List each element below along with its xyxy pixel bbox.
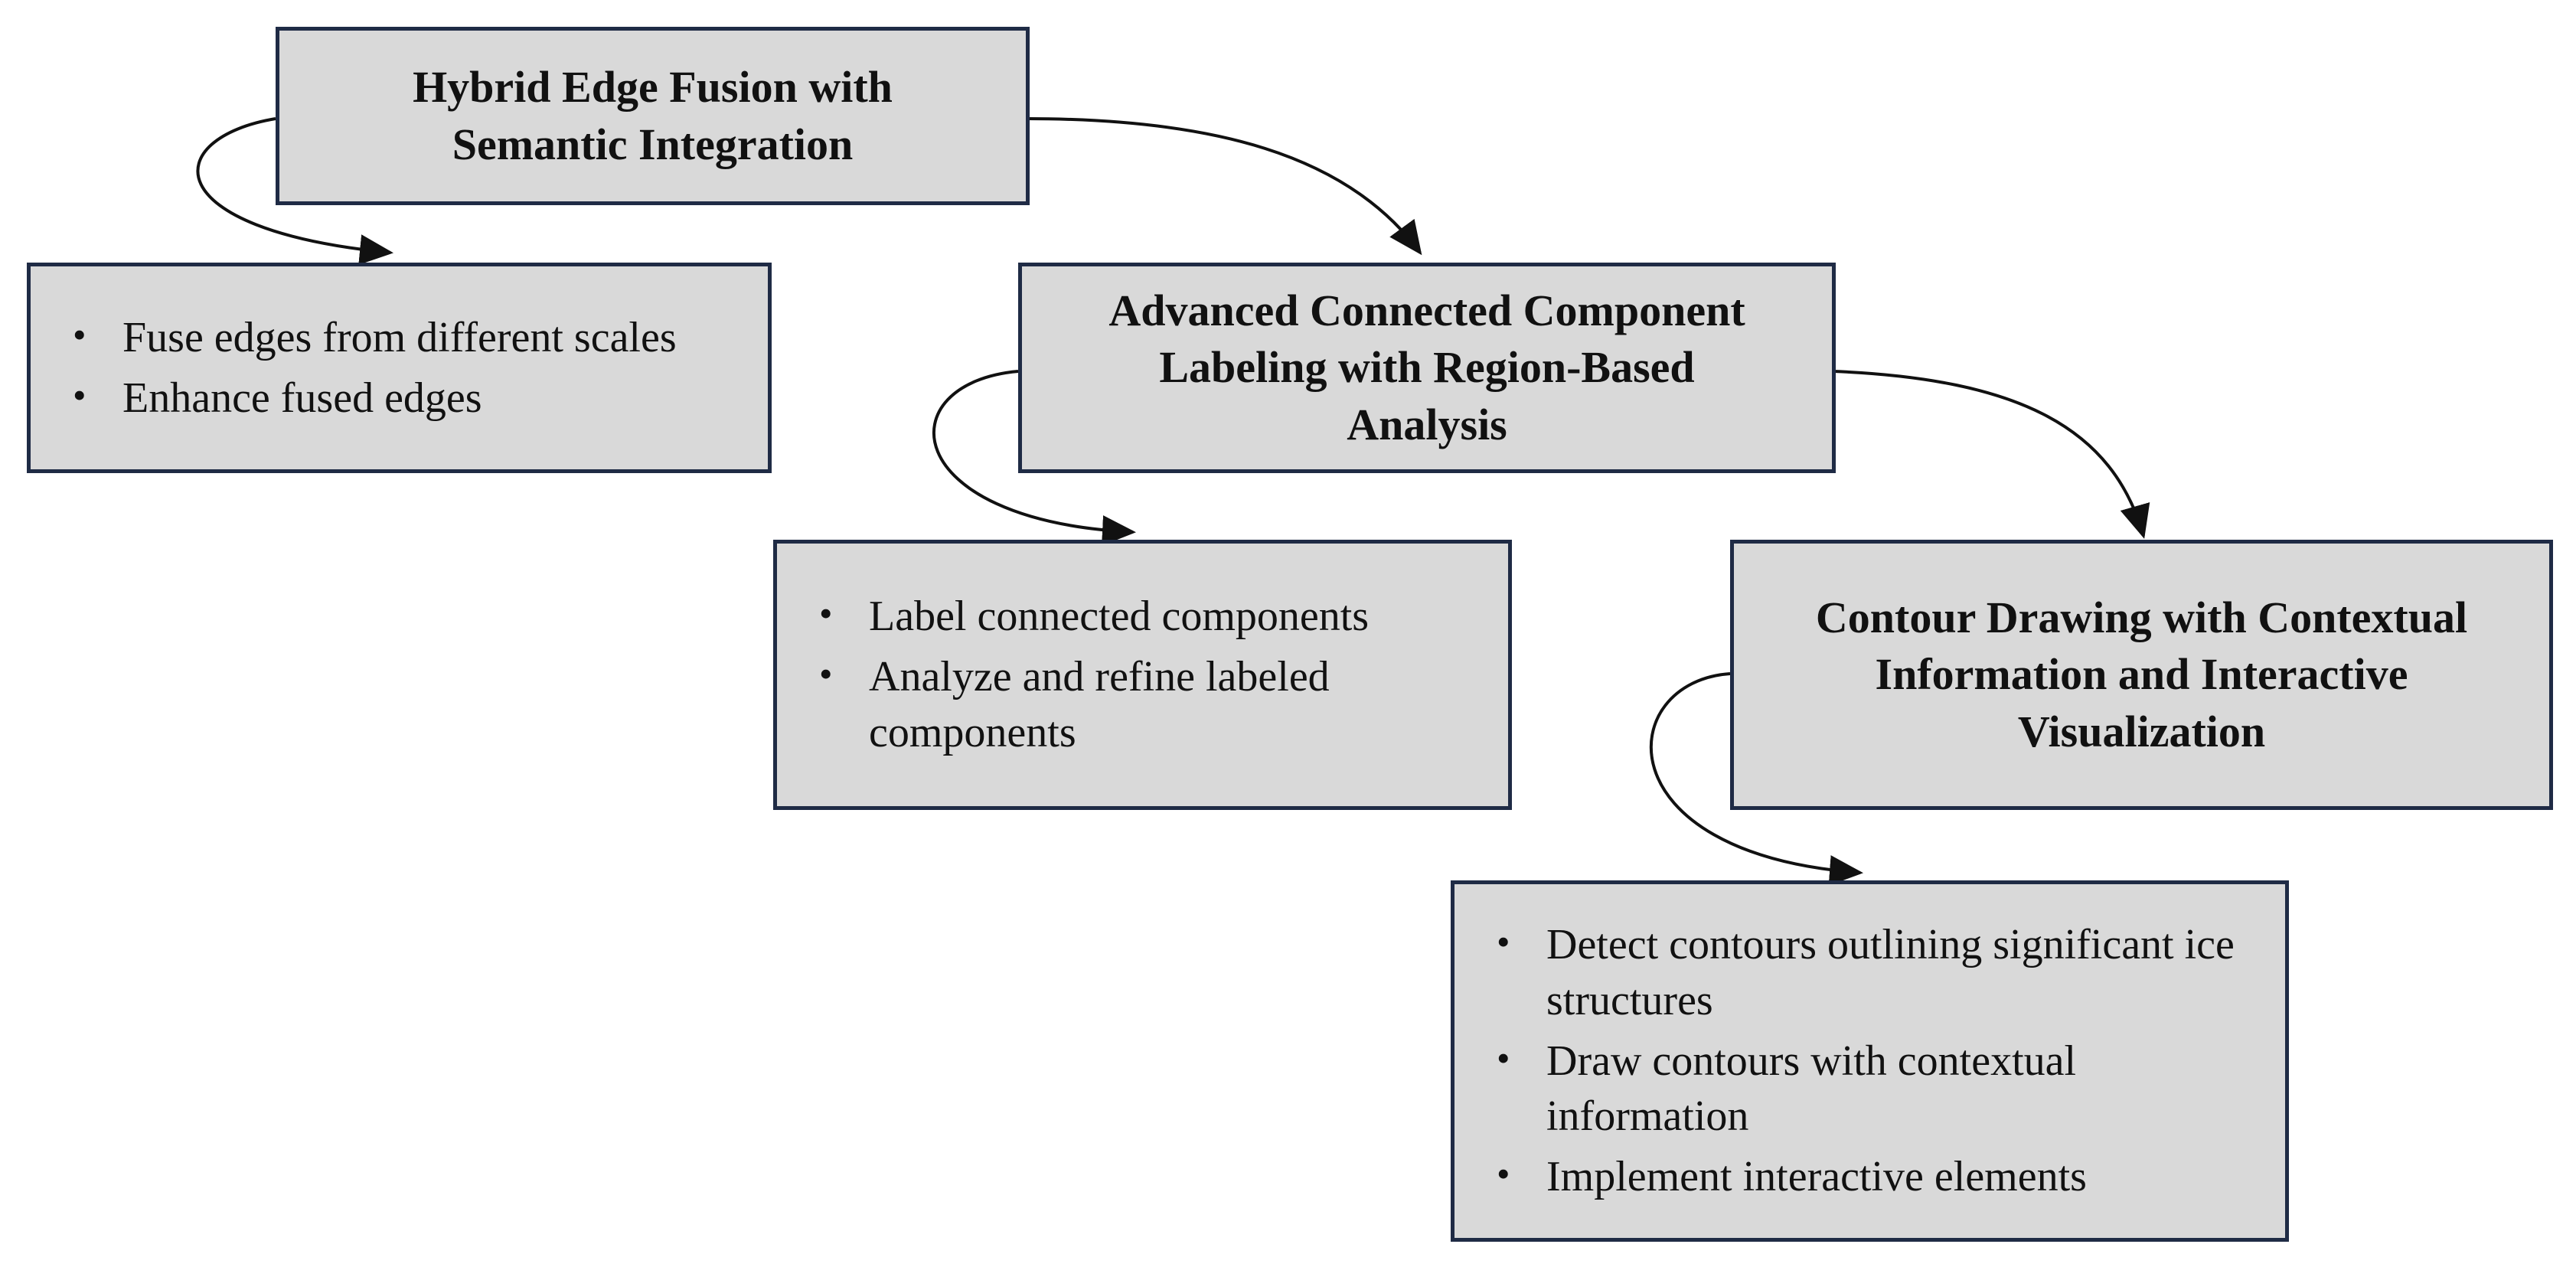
bullet-item: • Implement interactive elements: [1477, 1149, 2270, 1205]
bullet-glyph: •: [1497, 920, 1510, 963]
node-title-line: Analysis: [1347, 399, 1507, 449]
node-contour-drawing: Contour Drawing with Contextual Informat…: [1730, 540, 2553, 810]
bullet-item: • Enhance fused edges: [54, 371, 753, 426]
node-title-line: Visualization: [2017, 706, 2266, 756]
node-contour-drawing-steps: • Detect contours outlining significant …: [1451, 880, 2289, 1242]
bullet-text: Label connected components: [869, 593, 1370, 641]
bullet-glyph: •: [819, 592, 833, 635]
node-connected-component-labeling-steps: • Label connected components • Analyze a…: [773, 540, 1512, 810]
bullet-glyph: •: [73, 312, 87, 356]
bullet-text: Draw contours with contextual informatio…: [1546, 1037, 2077, 1141]
bullet-glyph: •: [819, 652, 833, 696]
node-hybrid-edge-fusion-steps: • Fuse edges from different scales • Enh…: [27, 263, 772, 473]
bullet-item: • Fuse edges from different scales: [54, 310, 753, 366]
bullet-list: • Detect contours outlining significant …: [1477, 913, 2270, 1210]
node-title-line: Hybrid Edge Fusion with: [413, 62, 893, 113]
bullet-item: • Detect contours outlining significant …: [1477, 917, 2270, 1029]
bullet-text: Implement interactive elements: [1546, 1153, 2087, 1201]
bullet-list: • Fuse edges from different scales • Enh…: [54, 305, 753, 431]
node-title-line: Advanced Connected Component: [1108, 286, 1745, 336]
arrow-hybrid-to-labeling: [1025, 117, 1422, 256]
bullet-glyph: •: [1497, 1152, 1510, 1196]
bullet-item: • Analyze and refine labeled components: [800, 649, 1493, 761]
bullet-item: • Draw contours with contextual informat…: [1477, 1034, 2270, 1145]
node-title-line: Information and Interactive: [1875, 649, 2408, 700]
bullet-text: Analyze and refine labeled components: [869, 653, 1330, 756]
bullet-text: Fuse edges from different scales: [122, 313, 677, 361]
node-title-line: Contour Drawing with Contextual: [1815, 593, 2468, 643]
node-title-line: Semantic Integration: [452, 119, 854, 169]
bullet-text: Detect contours outlining significant ic…: [1546, 921, 2235, 1024]
bullet-list: • Label connected components • Analyze a…: [800, 584, 1493, 765]
arrow-labeling-to-contour: [1833, 370, 2150, 539]
node-connected-component-labeling: Advanced Connected Component Labeling wi…: [1018, 263, 1836, 473]
bullet-glyph: •: [73, 373, 87, 416]
node-hybrid-edge-fusion: Hybrid Edge Fusion with Semantic Integra…: [276, 27, 1030, 205]
node-title-line: Labeling with Region-Based: [1159, 342, 1695, 393]
bullet-text: Enhance fused edges: [122, 374, 482, 422]
bullet-glyph: •: [1497, 1036, 1510, 1079]
bullet-item: • Label connected components: [800, 589, 1493, 645]
